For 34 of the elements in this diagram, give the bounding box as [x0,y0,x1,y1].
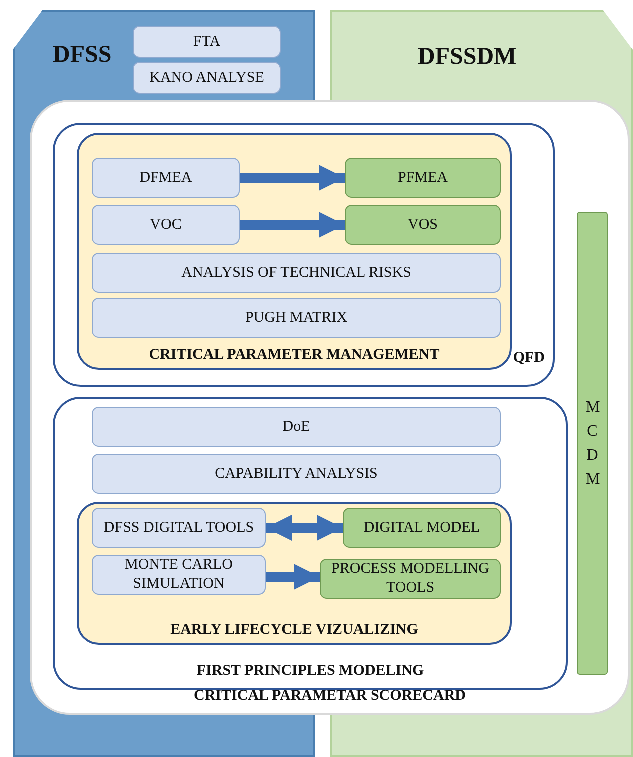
process-box: PFMEA [345,158,501,198]
panel [30,100,630,715]
panel [77,502,512,645]
vertical-label: MCDM [586,398,599,490]
process-box: PUGH MATRIX [92,298,501,338]
process-box: DIGITAL MODEL [343,508,501,548]
block-arrow [240,212,345,238]
process-box: DFSS DIGITAL TOOLS [92,508,266,548]
vertical-bar [577,212,608,675]
process-box: VOC [92,205,240,245]
process-box: MONTE CARLO SIMULATION [92,555,266,595]
panel [77,133,512,370]
section-title: DFSSDM [418,44,517,71]
process-box: FTA [133,26,281,58]
process-box: DFMEA [92,158,240,198]
section-title: DFSS [53,42,112,69]
process-box: CAPABILITY ANALYSIS [92,454,501,494]
section-title: EARLY LIFECYCLE VIZUALIZING [170,622,418,639]
process-box: KANO ANALYSE [133,62,281,94]
section-title: CRITICAL PARAMETAR SCORECARD [194,688,466,705]
process-box: DoE [92,407,501,447]
column-band [13,10,315,100]
block-arrow [266,515,343,541]
process-box: PROCESS MODELLING TOOLS [320,559,501,599]
section-title: QFD [513,350,545,367]
block-arrow [240,165,345,191]
panel [53,397,568,690]
column-band [330,10,633,100]
section-title: CRITICAL PARAMETER MANAGEMENT [149,347,440,364]
block-arrow [266,564,320,590]
process-box: VOS [345,205,501,245]
process-box: ANALYSIS OF TECHNICAL RISKS [92,253,501,293]
section-title: FIRST PRINCIPLES MODELING [196,663,424,680]
panel [53,123,555,387]
